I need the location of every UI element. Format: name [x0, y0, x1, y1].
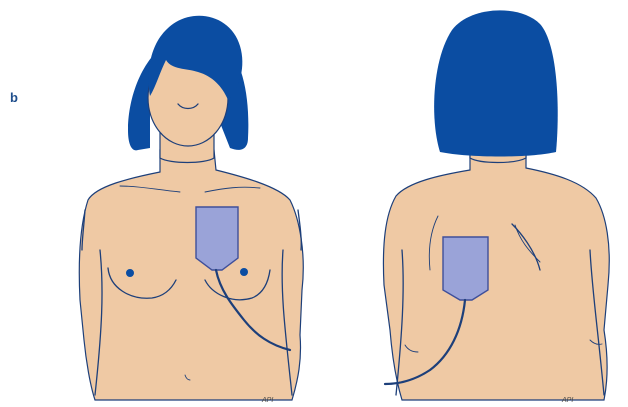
back-artist-signature: ΑΡΙ: [562, 397, 573, 404]
front-artist-signature: ΑΡΙ: [262, 397, 273, 404]
back-electrode-pad: [443, 237, 488, 300]
front-figure: [79, 16, 303, 400]
back-figure: [383, 10, 609, 400]
front-electrode-pad: [196, 207, 238, 270]
front-nipple-right: [240, 268, 248, 276]
front-nipple-left: [126, 269, 134, 277]
back-torso: [383, 150, 609, 400]
back-hair: [434, 10, 558, 156]
